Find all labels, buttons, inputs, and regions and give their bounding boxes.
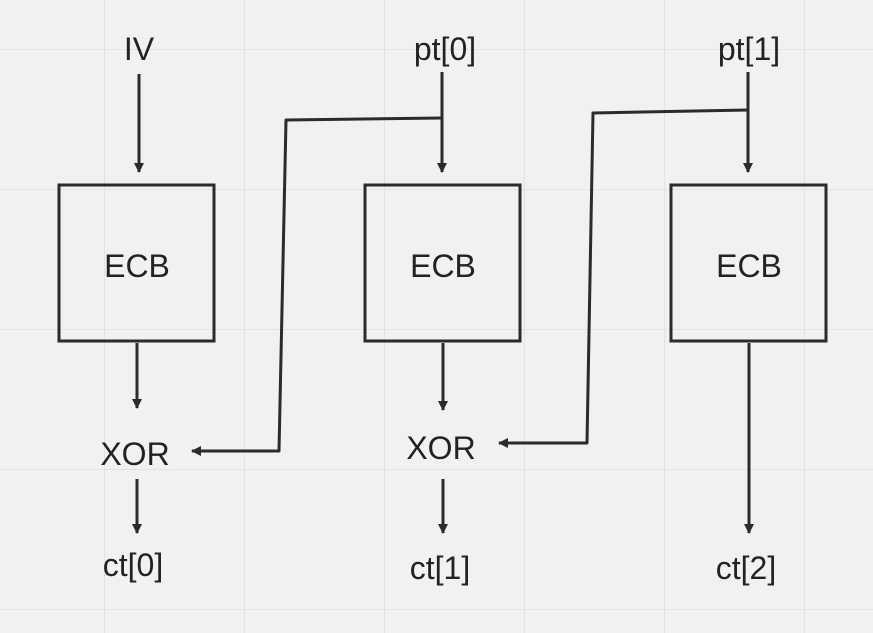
- ct2-label: ct[2]: [716, 550, 776, 586]
- xor-0-label: XOR: [100, 436, 169, 472]
- pt1-label: pt[1]: [718, 31, 780, 67]
- iv-label: IV: [124, 31, 155, 67]
- ecb-block-2-label: ECB: [716, 248, 782, 284]
- ct1-label: ct[1]: [410, 550, 470, 586]
- ct0-label: ct[0]: [103, 547, 163, 583]
- pt1-to-xor1-connector: [498, 108, 749, 448]
- ecb-block-1-label: ECB: [410, 248, 476, 284]
- ecb-block-0-label: ECB: [104, 248, 170, 284]
- xor-1-label: XOR: [406, 430, 475, 466]
- ecb-block-1: [363, 183, 522, 343]
- pt0-label: pt[0]: [414, 31, 476, 67]
- ecb-block-2: [669, 183, 828, 343]
- pt0-to-xor0-connector: [191, 116, 443, 456]
- ecb-block-0: [57, 183, 216, 343]
